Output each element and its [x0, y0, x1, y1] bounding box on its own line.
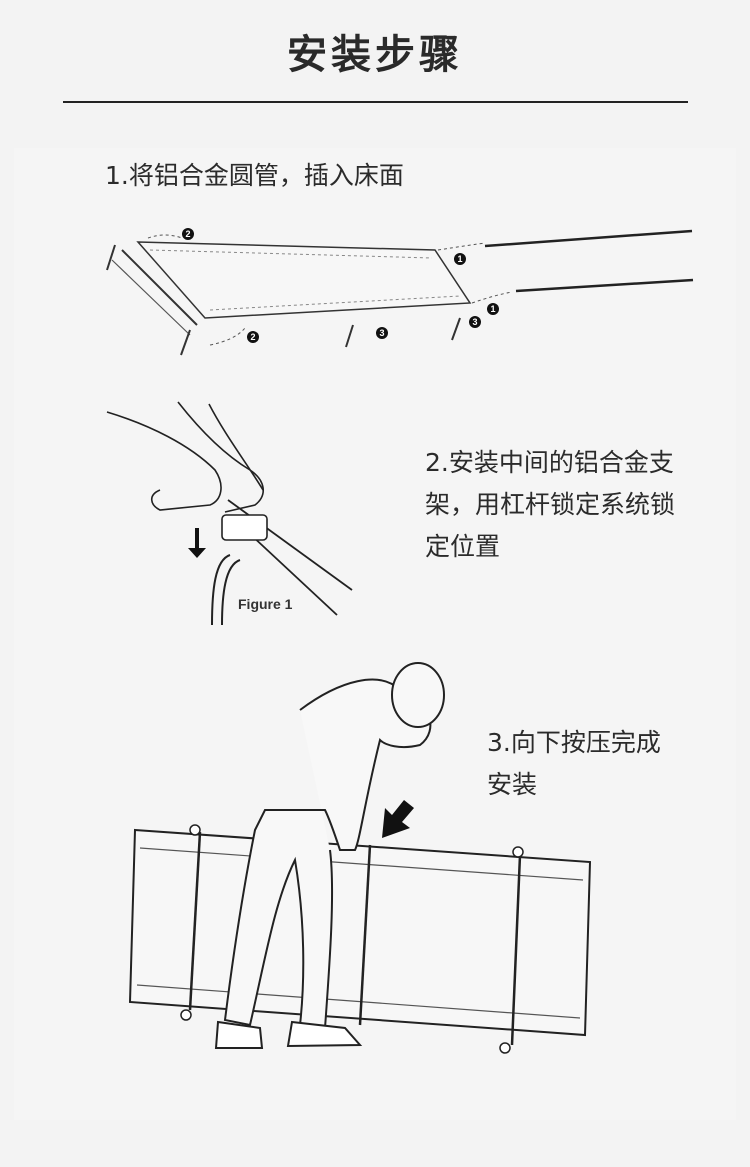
press-down-arrow-icon	[382, 800, 414, 838]
